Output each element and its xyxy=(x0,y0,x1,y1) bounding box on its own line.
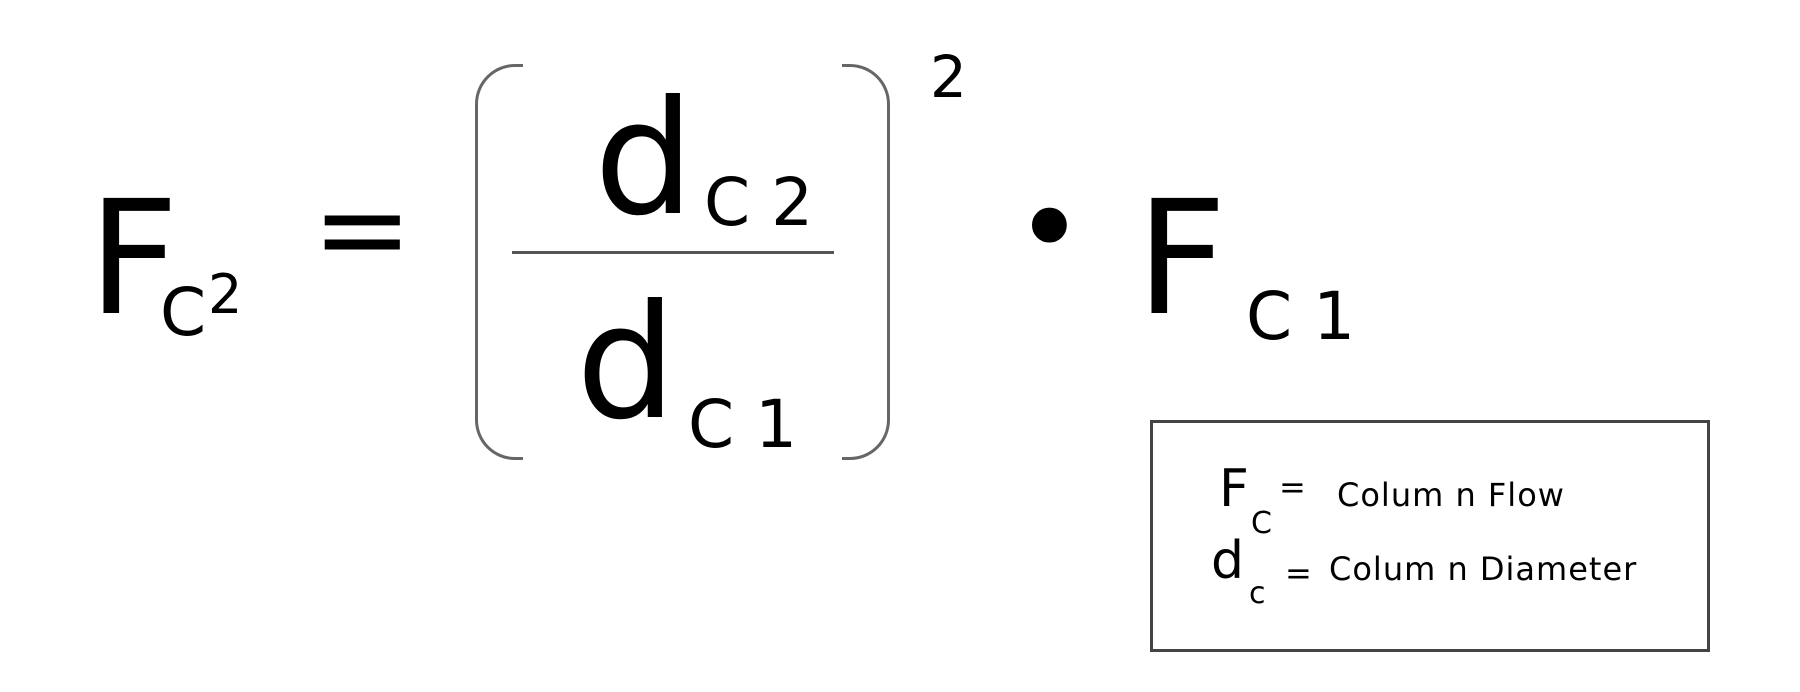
exponent: 2 xyxy=(930,43,967,111)
legend-symbol: F xyxy=(1219,459,1249,519)
denominator-subscript: C 1 xyxy=(688,386,798,463)
legend-subscript: c xyxy=(1249,576,1266,611)
fraction-bar xyxy=(512,251,834,254)
numerator-symbol: d xyxy=(594,67,695,251)
rhs-subscript: C 1 xyxy=(1246,278,1356,355)
legend-symbol: d xyxy=(1211,531,1245,591)
left-parenthesis xyxy=(475,64,523,460)
lhs-symbol: F xyxy=(88,167,179,351)
legend-box: F C = Colum n Flow d c = Colum n Diamete… xyxy=(1150,420,1710,652)
legend-text: Colum n Diameter xyxy=(1329,550,1638,588)
legend-equals: = xyxy=(1285,554,1312,592)
right-parenthesis xyxy=(842,64,890,460)
lhs-subscript: C xyxy=(160,274,207,351)
numerator-subscript: C 2 xyxy=(704,164,814,241)
rhs-symbol: F xyxy=(1136,167,1227,351)
denominator-symbol: d xyxy=(576,271,677,455)
legend-subscript: C xyxy=(1251,506,1272,541)
equals-sign: = xyxy=(312,160,413,299)
legend-text: Colum n Flow xyxy=(1337,476,1565,514)
multiplication-dot: • xyxy=(1014,160,1085,299)
lhs-superscript: 2 xyxy=(208,263,243,326)
legend-equals: = xyxy=(1279,468,1306,506)
